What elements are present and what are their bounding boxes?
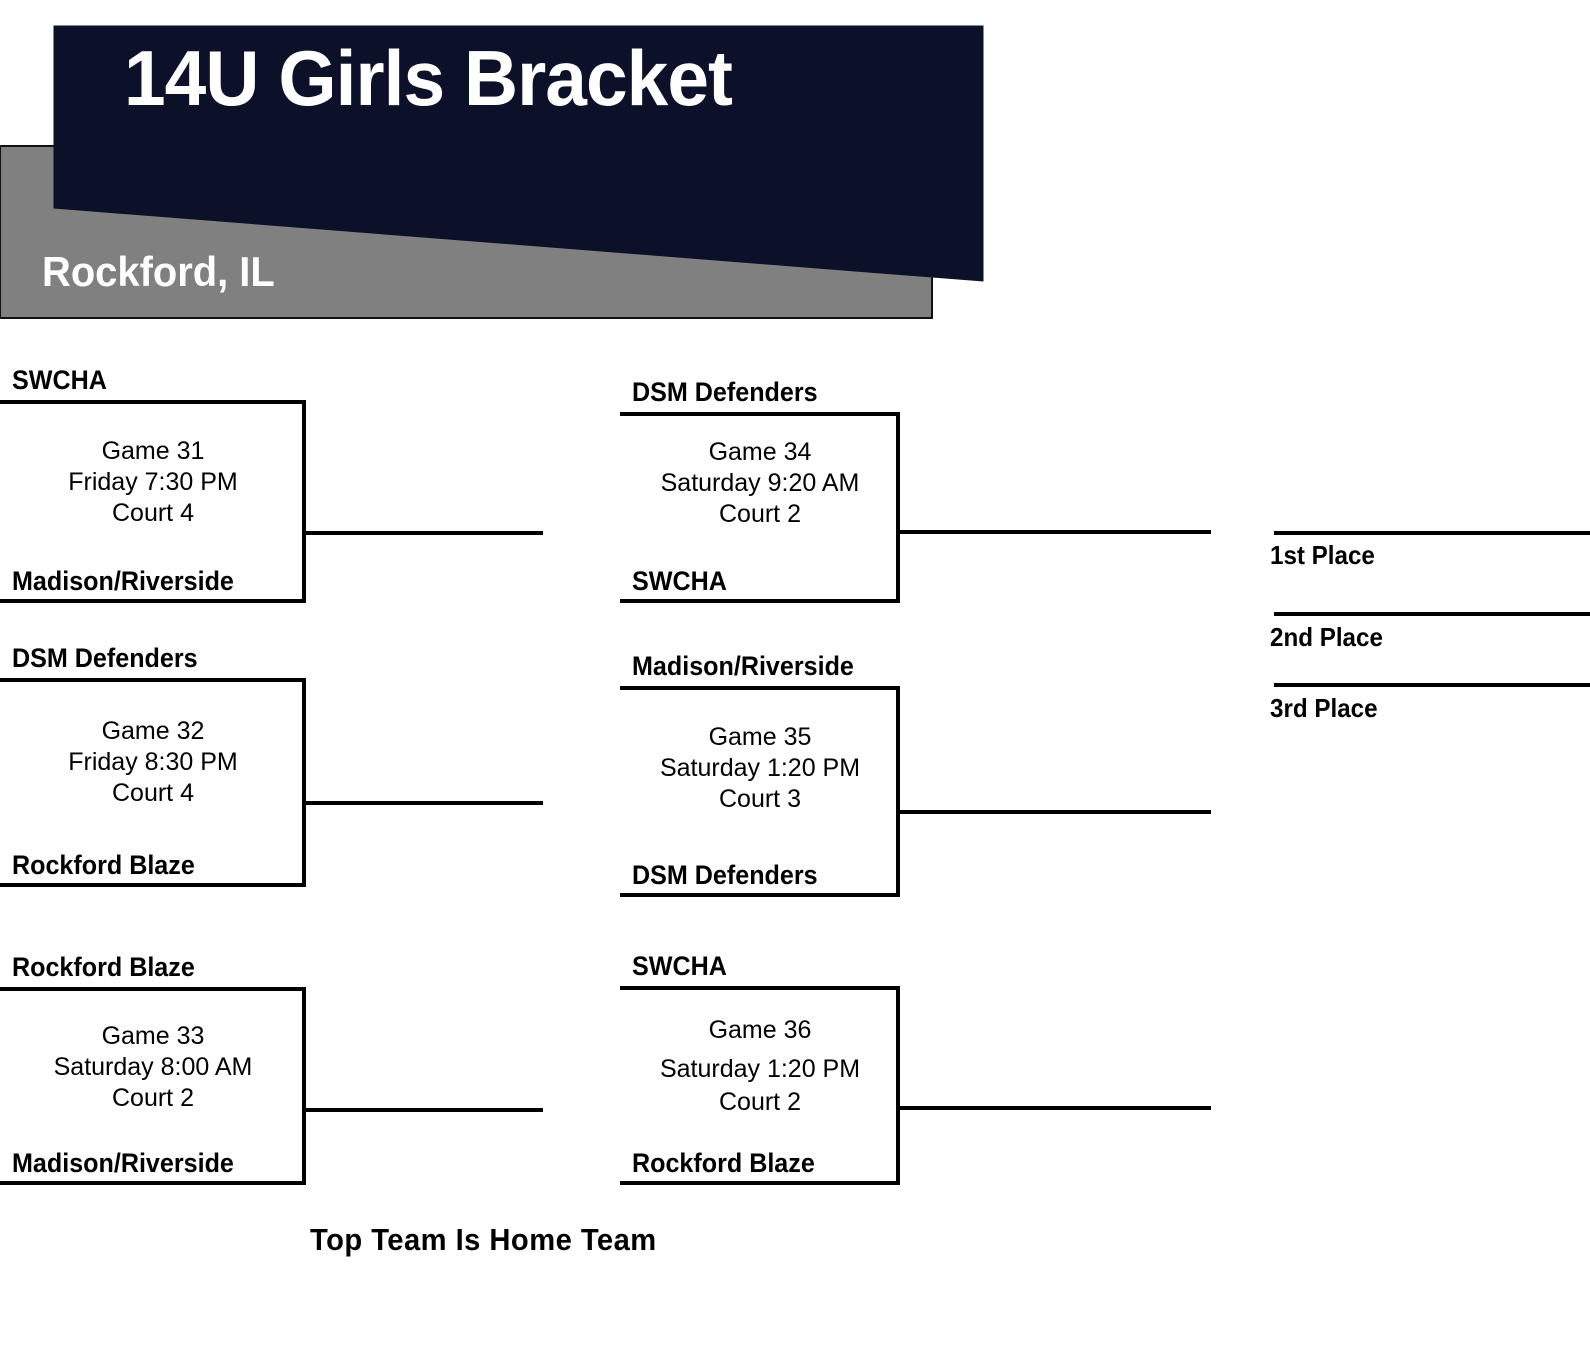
game-info: Game 36 Saturday 1:20 PM Court 2 (620, 1011, 900, 1116)
match-right-rule (896, 412, 900, 603)
game-datetime: Friday 8:30 PM (68, 748, 238, 776)
match-game-36: SWCHA Game 36 Saturday 1:20 PM Court 2 R… (620, 951, 900, 1185)
match-top-rule (620, 412, 900, 416)
game-info: Game 33 Saturday 8:00 AM Court 2 (0, 1021, 306, 1114)
game-datetime: Saturday 1:20 PM (659, 1054, 861, 1083)
match-game-33: Rockford Blaze Game 33 Saturday 8:00 AM … (0, 952, 306, 1185)
header-banner: 14U Girls Bracket Rockford, IL (0, 0, 1000, 330)
connector-game-32-to-35 (302, 801, 543, 805)
connector-game-35-to-final (896, 810, 1211, 814)
team-slot-bottom[interactable]: Rockford Blaze (632, 1148, 815, 1178)
match-bottom-rule (0, 1181, 306, 1185)
match-right-rule (302, 678, 306, 887)
game-info: Game 34 Saturday 9:20 AM Court 2 (620, 437, 900, 530)
connector-game-33-to-36 (302, 1108, 543, 1112)
match-game-31: SWCHA Game 31 Friday 7:30 PM Court 4 Mad… (0, 365, 306, 603)
connector-game-31-to-34 (302, 531, 543, 535)
game-court: Court 4 (112, 499, 194, 527)
home-team-note: Top Team Is Home Team (0, 1222, 1590, 1258)
team-slot-top[interactable]: Rockford Blaze (12, 952, 195, 982)
header-shapes (0, 25, 984, 319)
game-info: Game 32 Friday 8:30 PM Court 4 (0, 716, 306, 809)
match-top-rule (620, 686, 900, 690)
game-court: Court 3 (719, 785, 801, 813)
game-datetime: Saturday 9:20 AM (660, 469, 860, 497)
match-bottom-rule (0, 883, 306, 887)
team-slot-top[interactable]: DSM Defenders (632, 377, 818, 407)
team-slot-top[interactable]: DSM Defenders (12, 643, 198, 673)
first-place-label: 1st Place (1270, 540, 1375, 570)
team-slot-bottom[interactable]: DSM Defenders (632, 860, 818, 890)
game-datetime: Friday 7:30 PM (68, 468, 238, 496)
game-court: Court 2 (112, 1084, 194, 1112)
match-top-rule (0, 987, 306, 991)
connector-game-36-to-final (896, 1106, 1211, 1110)
match-bottom-rule (0, 599, 306, 603)
game-number: Game 32 (101, 717, 205, 745)
match-game-34: DSM Defenders Game 34 Saturday 9:20 AM C… (620, 377, 900, 603)
game-court: Court 4 (112, 779, 194, 807)
match-right-rule (302, 400, 306, 603)
third-place-label: 3rd Place (1270, 693, 1378, 723)
match-right-rule (896, 986, 900, 1185)
connector-game-34-to-final (896, 530, 1211, 534)
team-slot-bottom[interactable]: Rockford Blaze (12, 850, 195, 880)
game-datetime: Saturday 1:20 PM (659, 754, 861, 782)
game-number: Game 34 (708, 438, 812, 466)
team-slot-top[interactable]: Madison/Riverside (632, 651, 854, 681)
third-place-line[interactable] (1274, 683, 1590, 687)
team-slot-top[interactable]: SWCHA (12, 365, 107, 395)
match-right-rule (896, 686, 900, 897)
game-court: Court 2 (719, 500, 801, 528)
team-slot-bottom[interactable]: SWCHA (632, 566, 727, 596)
game-number: Game 33 (101, 1022, 205, 1050)
game-court: Court 2 (719, 1087, 801, 1116)
match-bottom-rule (620, 1181, 900, 1185)
second-place-line[interactable] (1274, 612, 1590, 616)
match-top-rule (620, 986, 900, 990)
title-banner-shape (53, 25, 984, 282)
game-number: Game 35 (708, 723, 812, 751)
team-slot-bottom[interactable]: Madison/Riverside (12, 1148, 234, 1178)
home-team-note-text: Top Team Is Home Team (309, 1222, 657, 1257)
game-info: Game 31 Friday 7:30 PM Court 4 (0, 436, 306, 529)
game-info: Game 35 Saturday 1:20 PM Court 3 (620, 722, 900, 815)
match-top-rule (0, 400, 306, 404)
game-number: Game 36 (708, 1016, 812, 1044)
match-bottom-rule (620, 893, 900, 897)
location-subtitle: Rockford, IL (42, 248, 275, 295)
match-top-rule (0, 678, 306, 682)
page-title: 14U Girls Bracket (124, 34, 733, 122)
team-slot-top[interactable]: SWCHA (632, 951, 727, 981)
game-number: Game 31 (101, 437, 205, 465)
match-game-32: DSM Defenders Game 32 Friday 8:30 PM Cou… (0, 643, 306, 887)
match-right-rule (302, 987, 306, 1185)
team-slot-bottom[interactable]: Madison/Riverside (12, 566, 234, 596)
match-game-35: Madison/Riverside Game 35 Saturday 1:20 … (620, 651, 900, 897)
second-place-label: 2nd Place (1270, 622, 1383, 652)
match-bottom-rule (620, 599, 900, 603)
game-datetime: Saturday 8:00 AM (53, 1053, 253, 1081)
first-place-line[interactable] (1274, 531, 1590, 535)
